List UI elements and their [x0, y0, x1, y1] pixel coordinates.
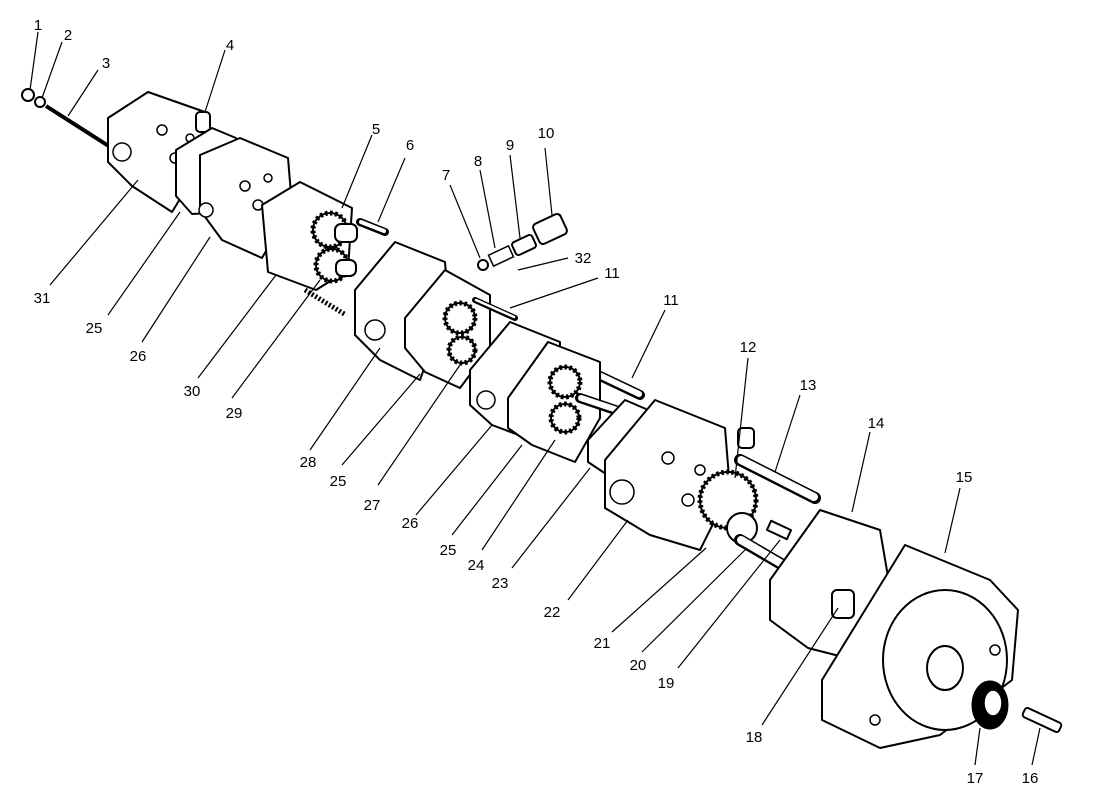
callout-28: 28	[300, 454, 317, 471]
callout-2: 2	[64, 27, 72, 44]
callout-16: 16	[1022, 770, 1039, 787]
callout-10: 10	[538, 125, 555, 142]
part-2-washer	[34, 96, 46, 108]
callout-3: 3	[102, 55, 110, 72]
part-8-spring	[487, 244, 515, 268]
part-29-stud	[303, 287, 348, 318]
callout-25-c: 25	[440, 542, 457, 559]
callout-23: 23	[492, 575, 509, 592]
callout-7: 7	[442, 167, 450, 184]
callout-25-b: 25	[330, 473, 347, 490]
callout-5: 5	[372, 121, 380, 138]
part-4-pin	[195, 111, 211, 133]
callout-15: 15	[956, 469, 973, 486]
callout-4: 4	[226, 37, 234, 54]
part-17-shaft-seal	[971, 680, 1009, 730]
callout-26-a: 26	[130, 348, 147, 365]
callout-31: 31	[34, 290, 51, 307]
part-22-front-housing	[604, 399, 755, 551]
parts	[21, 88, 1063, 749]
part-16-key	[1021, 707, 1063, 733]
part-5-gear-pair	[310, 210, 358, 284]
callout-30: 30	[184, 383, 201, 400]
callout-20: 20	[630, 657, 647, 674]
part-21-drive-gear	[697, 469, 759, 544]
callout-13: 13	[800, 377, 817, 394]
callout-27: 27	[364, 497, 381, 514]
callout-12: 12	[740, 339, 757, 356]
callout-32: 32	[575, 250, 592, 267]
leader-lines	[29, 31, 1041, 766]
part-7-ball	[477, 259, 489, 271]
callout-22: 22	[544, 604, 561, 621]
part-9-plug	[511, 233, 537, 257]
callout-14: 14	[868, 415, 885, 432]
callout-17: 17	[967, 770, 984, 787]
part-3-tie-rod	[44, 104, 120, 154]
callout-11-upper: 11	[604, 265, 620, 282]
callout-labels: 1 2 3 4 5 6 7 8 9 10 32 11 11 12 13 14 1…	[34, 17, 1039, 787]
callout-19: 19	[658, 675, 675, 692]
part-27-middle-gear-body	[404, 269, 491, 389]
callout-21: 21	[594, 635, 611, 652]
callout-24: 24	[468, 557, 485, 574]
part-19-key	[765, 519, 793, 541]
callout-1: 1	[34, 17, 42, 34]
callout-8: 8	[474, 153, 482, 170]
callout-26-b: 26	[402, 515, 419, 532]
part-10-cap-nut	[532, 213, 568, 245]
callout-25-a: 25	[86, 320, 103, 337]
callout-29: 29	[226, 405, 243, 422]
callout-11-lower: 11	[663, 292, 679, 309]
part-1-nut	[21, 88, 35, 102]
callout-6: 6	[406, 137, 414, 154]
callout-9: 9	[506, 137, 514, 154]
callout-18: 18	[746, 729, 763, 746]
